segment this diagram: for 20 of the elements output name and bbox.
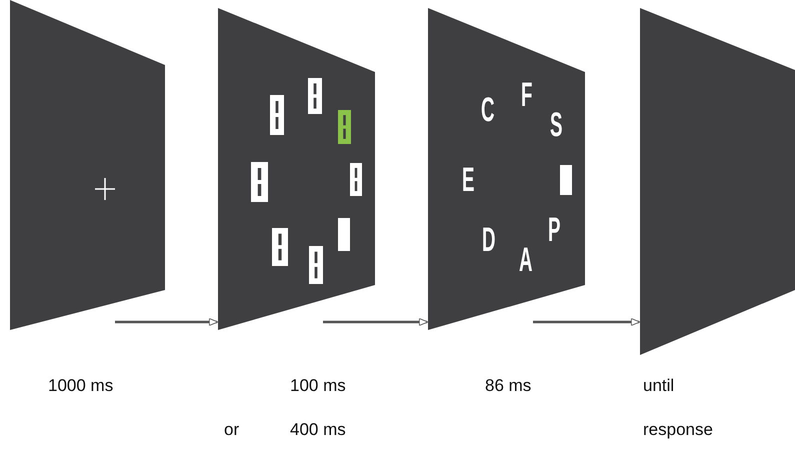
- display-screen: [640, 8, 795, 355]
- stimulus-letter: D: [482, 223, 496, 257]
- stimulus-letter: P: [548, 213, 560, 247]
- arrow: [115, 318, 218, 326]
- stimulus-letter: F: [521, 78, 532, 112]
- duration-label: until response: [643, 375, 714, 441]
- stimulus-letter: A: [519, 243, 532, 277]
- stimulus-letter: E: [462, 163, 474, 197]
- display-screen: [10, 0, 165, 330]
- duration-label: or: [224, 420, 240, 440]
- arrow: [323, 318, 428, 326]
- display-screen: [428, 8, 585, 330]
- stimulus-letter: S: [550, 108, 562, 142]
- arrow: [533, 318, 640, 326]
- duration-label: 100 ms: [290, 376, 346, 396]
- duration-label: 400 ms: [290, 420, 346, 440]
- duration-label: 86 ms: [485, 376, 532, 396]
- stimulus-letter: C: [481, 93, 494, 127]
- display-screen: [218, 8, 375, 330]
- duration-label: 1000 ms: [48, 376, 114, 396]
